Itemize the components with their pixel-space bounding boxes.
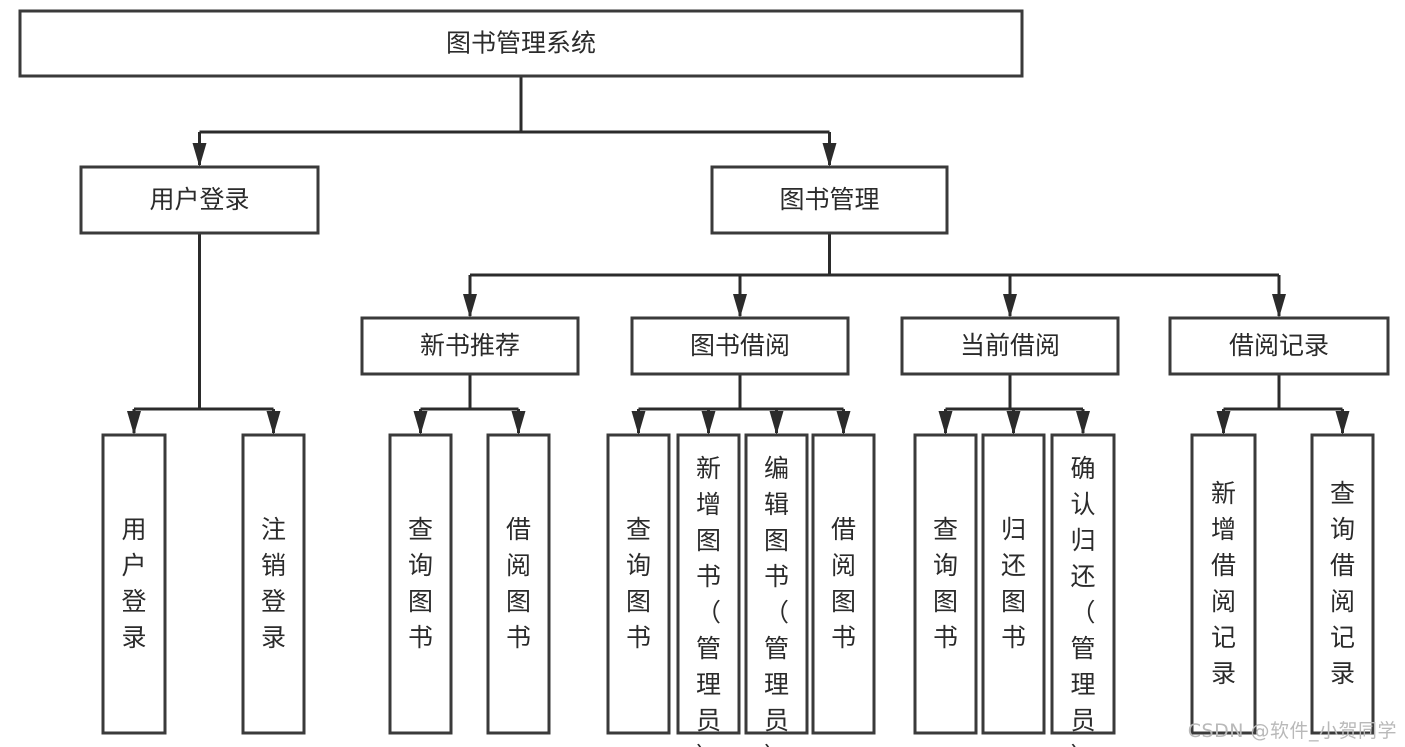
leaf-node-12-label: 查询借阅记录 bbox=[1330, 479, 1355, 688]
arrow-head-icon-level3-3 bbox=[1272, 294, 1286, 318]
level3-node-3-label: 借阅记录 bbox=[1229, 331, 1329, 360]
leaf-node-0[interactable]: 用户登录 bbox=[101, 433, 167, 735]
leaf-node-9-box bbox=[981, 433, 1046, 735]
arrow-head-icon-leaf-0 bbox=[127, 411, 141, 435]
level2-node-1[interactable]: 图书管理 bbox=[710, 165, 949, 235]
connector-layer bbox=[127, 76, 1350, 435]
leaf-node-7-box bbox=[811, 433, 876, 735]
arrow-head-icon-level2-1 bbox=[822, 143, 837, 167]
root-node-label: 图书管理系统 bbox=[446, 29, 596, 58]
leaf-node-0-box bbox=[101, 433, 167, 735]
leaf-node-3-label: 借阅图书 bbox=[506, 515, 531, 652]
node-layer: 图书管理系统用户登录图书管理新书推荐图书借阅当前借阅借阅记录用户登录注销登录查询… bbox=[18, 9, 1390, 747]
leaf-node-10-box bbox=[1050, 433, 1116, 735]
leaf-node-0-label: 用户登录 bbox=[121, 515, 146, 652]
leaf-node-10-label: 确认归还（管理员） bbox=[1070, 454, 1095, 747]
leaf-node-1-box bbox=[241, 433, 306, 735]
level3-node-2[interactable]: 当前借阅 bbox=[900, 316, 1120, 376]
arrow-head-icon-leaf-12 bbox=[1335, 411, 1350, 435]
arrow-head-icon-leaf-1 bbox=[266, 411, 281, 435]
leaf-node-1-label: 注销登录 bbox=[261, 515, 286, 652]
arrow-head-icon-level2-0 bbox=[192, 143, 207, 167]
arrow-head-icon-leaf-9 bbox=[1006, 411, 1021, 435]
arrow-head-icon-leaf-11 bbox=[1216, 411, 1231, 435]
leaf-node-11[interactable]: 新增借阅记录 bbox=[1190, 433, 1257, 735]
leaf-node-5-box bbox=[676, 433, 741, 735]
leaf-node-1[interactable]: 注销登录 bbox=[241, 433, 306, 735]
level2-node-0-box bbox=[79, 165, 320, 235]
arrow-head-icon-leaf-6 bbox=[769, 411, 784, 435]
level2-node-1-label: 图书管理 bbox=[779, 185, 879, 214]
leaf-node-8-label: 查询图书 bbox=[933, 515, 958, 652]
level3-node-2-box bbox=[900, 316, 1120, 376]
leaf-node-6[interactable]: 编辑图书（管理员） bbox=[744, 433, 809, 747]
level3-node-0-box bbox=[360, 316, 580, 376]
leaf-node-12-box bbox=[1310, 433, 1375, 735]
level3-node-0[interactable]: 新书推荐 bbox=[360, 316, 580, 376]
root-node-box bbox=[18, 9, 1024, 78]
arrow-head-icon-leaf-2 bbox=[413, 411, 428, 435]
level3-node-1-box bbox=[630, 316, 850, 376]
arrow-head-icon-leaf-10 bbox=[1076, 411, 1090, 435]
arrow-head-icon-leaf-4 bbox=[631, 411, 646, 435]
leaf-node-12[interactable]: 查询借阅记录 bbox=[1310, 433, 1375, 735]
level3-node-1[interactable]: 图书借阅 bbox=[630, 316, 850, 376]
leaf-node-6-label: 编辑图书（管理员） bbox=[764, 454, 789, 747]
level2-node-0[interactable]: 用户登录 bbox=[79, 165, 320, 235]
arrow-head-icon-leaf-8 bbox=[938, 411, 953, 435]
arrow-head-icon-level3-2 bbox=[1003, 294, 1017, 318]
leaf-node-5-label: 新增图书（管理员） bbox=[696, 454, 721, 747]
leaf-node-10[interactable]: 确认归还（管理员） bbox=[1050, 433, 1116, 747]
level2-node-1-box bbox=[710, 165, 949, 235]
arrow-head-icon-level3-1 bbox=[733, 294, 747, 318]
leaf-node-2-label: 查询图书 bbox=[408, 515, 433, 652]
arrow-head-icon-leaf-5 bbox=[701, 411, 716, 435]
leaf-node-2-box bbox=[388, 433, 453, 735]
level3-node-0-label: 新书推荐 bbox=[420, 331, 520, 360]
level3-node-3[interactable]: 借阅记录 bbox=[1168, 316, 1390, 376]
level3-node-1-label: 图书借阅 bbox=[690, 331, 790, 360]
leaf-node-7[interactable]: 借阅图书 bbox=[811, 433, 876, 735]
leaf-node-2[interactable]: 查询图书 bbox=[388, 433, 453, 735]
leaf-node-5[interactable]: 新增图书（管理员） bbox=[676, 433, 741, 747]
leaf-node-3-box bbox=[486, 433, 551, 735]
leaf-node-11-label: 新增借阅记录 bbox=[1211, 479, 1236, 688]
leaf-node-4[interactable]: 查询图书 bbox=[606, 433, 671, 735]
arrow-head-icon-level3-0 bbox=[463, 294, 477, 318]
level3-node-3-box bbox=[1168, 316, 1390, 376]
level2-node-0-label: 用户登录 bbox=[149, 185, 249, 214]
leaf-node-6-box bbox=[744, 433, 809, 735]
arrow-head-icon-leaf-7 bbox=[836, 411, 851, 435]
arrow-head-icon-leaf-3 bbox=[511, 411, 526, 435]
root-node[interactable]: 图书管理系统 bbox=[18, 9, 1024, 78]
leaf-node-9-label: 归还图书 bbox=[1001, 515, 1026, 652]
leaf-node-8[interactable]: 查询图书 bbox=[913, 433, 978, 735]
leaf-node-4-box bbox=[606, 433, 671, 735]
leaf-node-9[interactable]: 归还图书 bbox=[981, 433, 1046, 735]
leaf-node-7-label: 借阅图书 bbox=[831, 515, 856, 652]
leaf-node-4-label: 查询图书 bbox=[626, 515, 651, 652]
leaf-node-11-box bbox=[1190, 433, 1257, 735]
leaf-node-8-box bbox=[913, 433, 978, 735]
leaf-node-3[interactable]: 借阅图书 bbox=[486, 433, 551, 735]
level3-node-2-label: 当前借阅 bbox=[960, 331, 1060, 360]
